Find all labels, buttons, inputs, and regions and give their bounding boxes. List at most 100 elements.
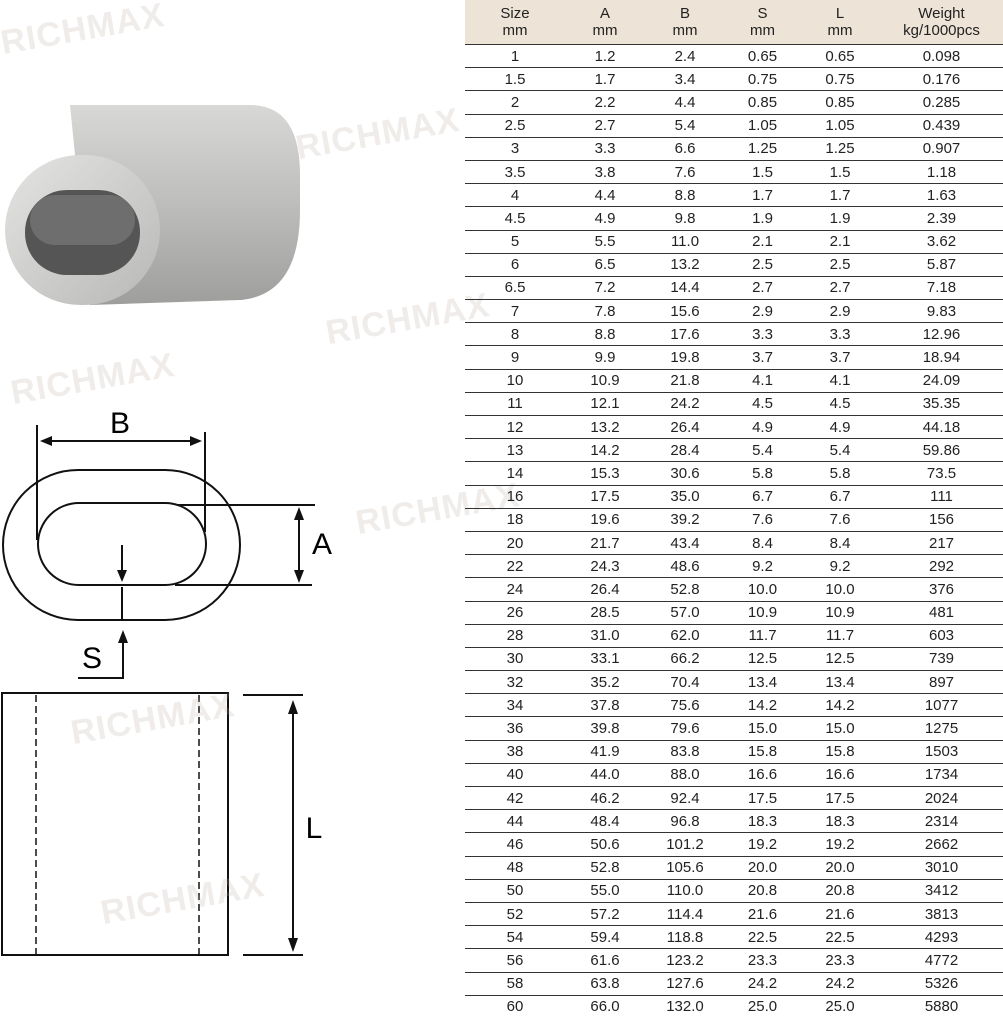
ferrule-dimension-diagram: B A S L: [1, 407, 332, 956]
table-cell: 20.8: [725, 878, 800, 903]
table-cell: 0.65: [800, 43, 880, 68]
table-cell: 15.0: [800, 716, 880, 741]
column-title: Size: [500, 5, 530, 22]
table-cell: 18.3: [800, 809, 880, 833]
table-cell: 8.8: [645, 183, 725, 207]
table-cell: 92.4: [645, 785, 725, 810]
table-cell: 123.2: [645, 948, 725, 972]
table-cell: 8: [465, 322, 565, 346]
table-cell: 4.4: [565, 183, 645, 207]
table-cell: 37.8: [565, 693, 645, 717]
table-cell: 1734: [880, 762, 1003, 787]
column-title: S: [757, 5, 768, 22]
table-cell: 8.4: [800, 530, 880, 555]
table-cell: 12.1: [565, 391, 645, 416]
column-unit: kg/1000pcs: [903, 22, 980, 39]
table-cell: 31.0: [565, 623, 645, 648]
column-unit: mm: [827, 22, 853, 39]
table-cell: 11.7: [725, 623, 800, 648]
table-cell: 7.2: [565, 275, 645, 300]
product-illustration-panel: B A S L RICHMAX RICHMAX RICHMAX RICHMAX …: [0, 0, 523, 1032]
table-cell: 18.3: [725, 809, 800, 833]
table-cell: 46: [465, 832, 565, 857]
table-cell: 0.65: [725, 43, 800, 68]
table-cell: 9.83: [880, 299, 1003, 323]
table-cell: 3010: [880, 855, 1003, 880]
table-cell: 24.2: [800, 971, 880, 996]
table-cell: 7.6: [800, 507, 880, 532]
table-cell: 114.4: [645, 901, 725, 926]
table-cell: 48.6: [645, 554, 725, 578]
table-cell: 3.4: [645, 67, 725, 91]
table-cell: 21.8: [645, 368, 725, 393]
table-cell: 26: [465, 600, 565, 625]
table-cell: 0.85: [800, 90, 880, 115]
table-cell: 3.5: [465, 159, 565, 184]
table-cell: 25.0: [725, 994, 800, 1018]
table-cell: 1.9: [800, 206, 880, 230]
table-cell: 4.9: [725, 414, 800, 439]
table-cell: 12.96: [880, 322, 1003, 346]
table-cell: 19.8: [645, 345, 725, 370]
table-cell: 9.8: [645, 206, 725, 230]
table-cell: 3.3: [725, 322, 800, 346]
table-cell: 16.6: [725, 762, 800, 787]
table-cell: 48: [465, 855, 565, 880]
table-cell: 3.3: [565, 136, 645, 161]
table-cell: 42: [465, 785, 565, 810]
table-cell: 2: [465, 90, 565, 115]
table-cell: 110.0: [645, 878, 725, 903]
table-cell: 17.5: [565, 484, 645, 509]
table-cell: 0.176: [880, 67, 1003, 91]
table-cell: 5.5: [565, 229, 645, 254]
table-cell: 376: [880, 577, 1003, 601]
table-cell: 2024: [880, 785, 1003, 810]
table-cell: 9.9: [565, 345, 645, 370]
table-cell: 20.0: [725, 855, 800, 880]
table-cell: 5.4: [725, 438, 800, 462]
table-cell: 19.2: [800, 832, 880, 857]
table-cell: 6: [465, 252, 565, 277]
table-cell: 36: [465, 716, 565, 741]
column-unit: mm: [672, 22, 698, 39]
table-cell: 10.0: [800, 577, 880, 601]
table-cell: 59.86: [880, 438, 1003, 462]
table-cell: 1: [465, 43, 565, 68]
table-cell: 15.3: [565, 461, 645, 486]
table-cell: 13.4: [725, 670, 800, 694]
table-cell: 13.4: [800, 670, 880, 694]
table-cell: 58: [465, 971, 565, 996]
table-cell: 59.4: [565, 925, 645, 949]
table-cell: 15.8: [800, 739, 880, 764]
table-cell: 63.8: [565, 971, 645, 996]
table-cell: 50.6: [565, 832, 645, 857]
table-cell: 1.5: [800, 159, 880, 184]
table-cell: 4.1: [725, 368, 800, 393]
table-cell: 14.4: [645, 275, 725, 300]
table-cell: 4.5: [465, 206, 565, 230]
table-cell: 38: [465, 739, 565, 764]
table-cell: 57.0: [645, 600, 725, 625]
table-cell: 1.7: [725, 183, 800, 207]
table-cell: 79.6: [645, 716, 725, 741]
table-cell: 16: [465, 484, 565, 509]
table-cell: 1.2: [565, 43, 645, 68]
table-cell: 14.2: [800, 693, 880, 717]
table-cell: 0.85: [725, 90, 800, 115]
watermark: RICHMAX: [292, 100, 463, 168]
table-cell: 6.5: [465, 275, 565, 300]
table-cell: 6.5: [565, 252, 645, 277]
table-cell: 1503: [880, 739, 1003, 764]
table-cell: 75.6: [645, 693, 725, 717]
